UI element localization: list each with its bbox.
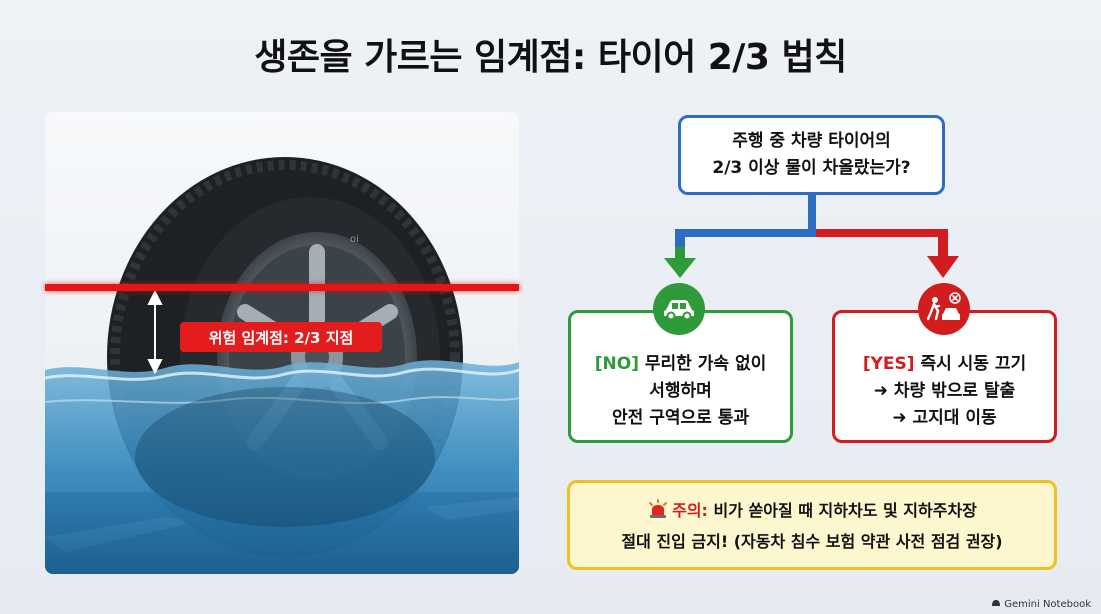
yes-tag: [YES] xyxy=(862,354,915,374)
question-box: 주행 중 차량 타이어의 2/3 이상 물이 차올랐는가? xyxy=(678,115,945,195)
tire-drawing: oi xyxy=(45,157,519,574)
no-line-1: 무리한 가속 없이 xyxy=(644,354,767,374)
tire-illustration: oi xyxy=(45,112,519,574)
no-line-2: 서행하며 xyxy=(649,381,712,401)
yes-line-3: ➜ 고지대 이동 xyxy=(892,408,997,428)
yes-line-2: ➜ 차량 밖으로 탈출 xyxy=(873,381,1016,401)
question-line-2: 2/3 이상 물이 차올랐는가? xyxy=(712,158,911,178)
yes-line-1: 즉시 시동 끄기 xyxy=(920,354,1027,374)
question-line-1: 주행 중 차량 타이어의 xyxy=(732,131,891,151)
warning-line-2: 절대 진입 금지! (자동차 침수 보험 약관 사전 점검 권장) xyxy=(621,532,1003,551)
page-title: 생존을 가르는 임계점: 타이어 2/3 법칙 xyxy=(254,37,847,78)
warning-keyword: 주의: xyxy=(672,501,708,520)
danger-threshold-label: 위험 임계점: 2/3 지점 xyxy=(180,322,382,352)
tire-sidewall-text: oi xyxy=(350,234,359,245)
brand-text: Gemini Notebook xyxy=(1004,599,1091,610)
person-exit-car-icon xyxy=(918,283,970,335)
warning-box: 주의: 비가 쏟아질 때 지하차도 및 지하주차장 절대 진입 금지! (자동차… xyxy=(567,480,1057,570)
brand-watermark: Gemini Notebook xyxy=(991,599,1091,610)
no-line-3: 안전 구역으로 통과 xyxy=(612,408,749,428)
warning-line-1: 비가 쏟아질 때 지하차도 및 지하주차장 xyxy=(713,501,977,520)
critical-level-line xyxy=(45,284,519,291)
siren-icon xyxy=(647,499,669,528)
no-tag: [NO] xyxy=(594,354,639,374)
car-icon xyxy=(653,283,705,335)
notebook-icon xyxy=(991,599,1001,610)
